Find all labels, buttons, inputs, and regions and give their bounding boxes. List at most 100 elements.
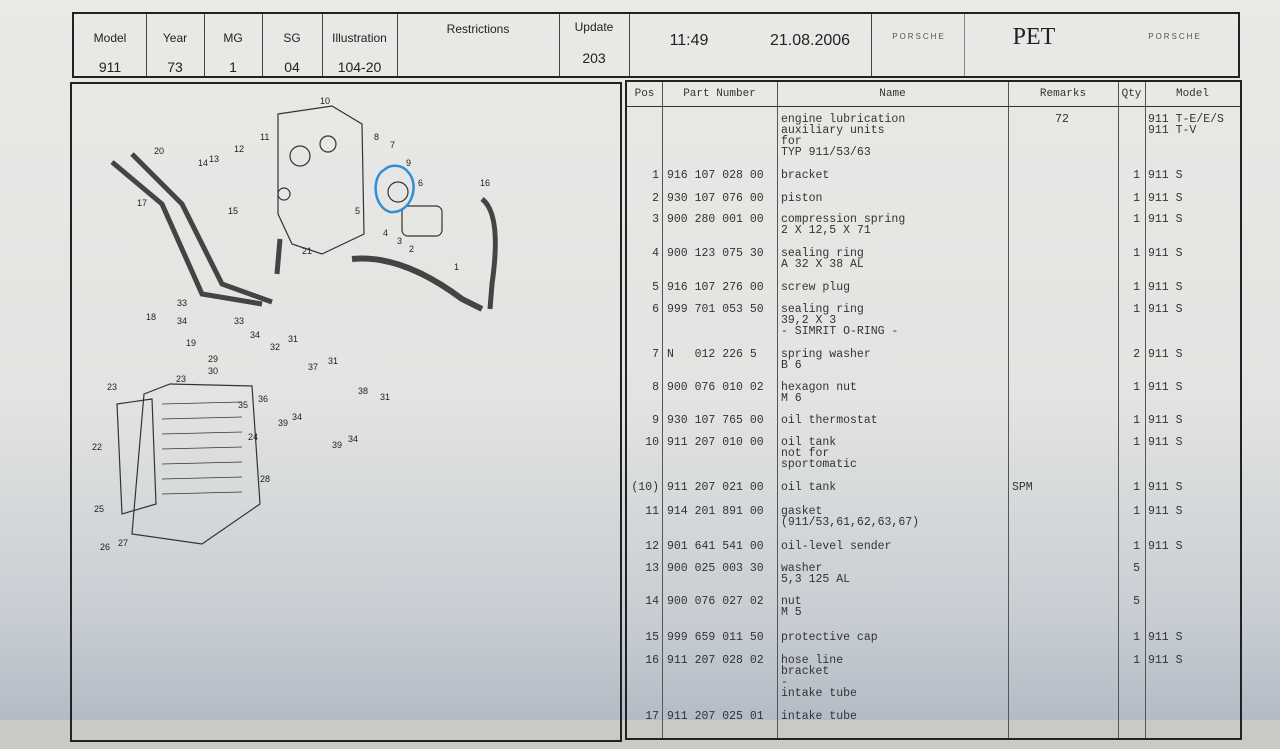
row-part: 930 107 076 00 [667,192,764,205]
row-qty: 1 [1133,381,1140,394]
row-name: hexagon nut M 6 [781,381,857,405]
row-pos: 4 [652,247,659,260]
row-qty: 2 [1133,348,1140,361]
sg-cell: SG 04 [262,14,323,76]
row-qty: 1 [1133,414,1140,427]
row-pos: 17 [645,710,659,723]
row-part: 916 107 028 00 [667,169,764,182]
callout-label: 34 [250,330,260,340]
row-name: oil tank not for sportomatic [781,436,857,471]
row-model: 911 S [1148,213,1183,226]
row-model: 911 T-E/E/S 911 T-V [1148,113,1224,137]
row-name: spring washer B 6 [781,348,871,372]
row-pos: 3 [652,213,659,226]
row-remarks: 72 [1055,113,1069,126]
row-qty: 1 [1133,281,1140,294]
callout-label: 31 [380,392,390,402]
callout-label: 21 [302,246,312,256]
illustration-label: Illustration [332,31,387,45]
row-pos: 9 [652,414,659,427]
row-part: 911 207 021 00 [667,481,764,494]
row-pos: 11 [645,505,659,518]
row-model: 911 S [1148,381,1183,394]
row-qty: 5 [1133,595,1140,608]
update-cell: Update 203 [559,14,630,76]
row-part: 930 107 765 00 [667,414,764,427]
row-pos: 2 [652,192,659,205]
callout-label: 2 [409,244,414,254]
row-part: 916 107 276 00 [667,281,764,294]
callout-label: 38 [358,386,368,396]
mg-label: MG [223,31,243,45]
callout-label: 25 [94,504,104,514]
row-model: 911 S [1148,505,1183,518]
update-label: Update [574,20,614,34]
row-pos: 1 [652,169,659,182]
row-model: 911 S [1148,654,1183,667]
callout-label: 34 [292,412,302,422]
callout-label: 17 [137,198,147,208]
row-part: N 012 226 5 [667,348,757,361]
row-pos: 8 [652,381,659,394]
row-part: 911 207 025 01 [667,710,764,723]
row-model: 911 S [1148,348,1183,361]
row-qty: 1 [1133,436,1140,449]
callout-label: 4 [383,228,388,238]
callout-label: 5 [355,206,360,216]
callout-label: 16 [480,178,490,188]
callout-label: 39 [278,418,288,428]
row-qty: 1 [1133,213,1140,226]
row-name: gasket (911/53,61,62,63,67) [781,505,920,529]
row-name: piston [781,192,823,205]
highlight-circle [374,164,415,214]
row-pos: 10 [645,436,659,449]
callout-label: 34 [177,316,187,326]
row-part: 911 207 028 02 [667,654,764,667]
callout-label: 3 [397,236,402,246]
sg-label: SG [283,31,301,45]
row-qty: 1 [1133,303,1140,316]
callout-label: 23 [176,374,186,384]
row-model: 911 S [1148,436,1183,449]
callout-label: 23 [107,382,117,392]
row-pos: 16 [645,654,659,667]
row-pos: 7 [652,348,659,361]
row-part: 999 701 053 50 [667,303,764,316]
row-part: 900 076 010 02 [667,381,764,394]
col-part-header: Part Number [683,88,756,100]
row-name: nut M 5 [781,595,802,619]
row-name: intake tube [781,710,857,723]
row-qty: 1 [1133,654,1140,667]
row-part: 911 207 010 00 [667,436,764,449]
model-value: 911 [98,59,122,75]
date-cell: 21.08.2006 [749,14,872,76]
row-name: sealing ring A 32 X 38 AL [781,247,864,271]
callout-label: 26 [100,542,110,552]
row-name: hose line bracket - intake tube [781,654,857,700]
row-name: oil tank [781,481,837,494]
row-remarks: SPM [1012,481,1033,494]
row-qty: 1 [1133,481,1140,494]
time-cell: 11:49 [629,14,749,76]
row-pos: 13 [645,562,659,575]
row-part: 900 123 075 30 [667,247,764,260]
porsche-logo-right: PORSCHE [1148,32,1202,41]
row-name: engine lubrication auxiliary units for T… [781,113,906,159]
callout-label: 39 [332,440,342,450]
row-model: 911 S [1148,481,1183,494]
update-value: 203 [582,50,606,66]
row-name: bracket [781,169,830,182]
row-qty: 1 [1133,505,1140,518]
sg-value: 04 [284,59,300,75]
callout-label: 31 [288,334,298,344]
row-model: 911 S [1148,540,1183,553]
callout-label: 37 [308,362,318,372]
restrictions-cell: Restrictions [397,14,560,76]
callout-label: 36 [258,394,268,404]
row-part: 900 076 027 02 [667,595,764,608]
